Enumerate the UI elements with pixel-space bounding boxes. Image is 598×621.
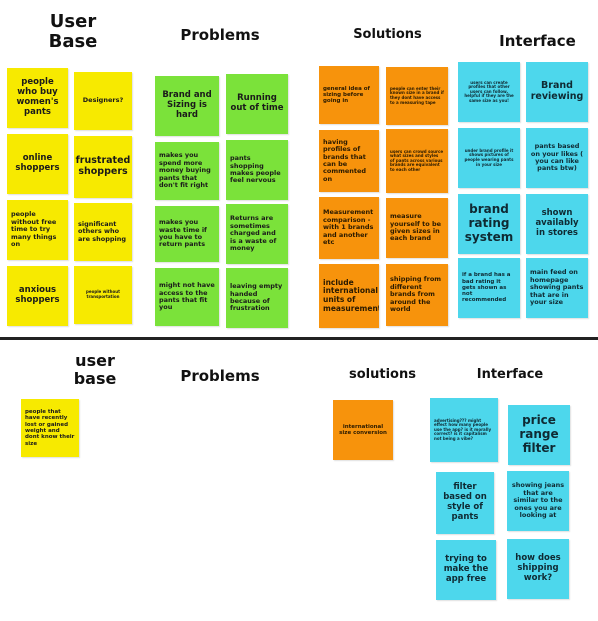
sticky-note[interactable]: pants shopping makes people feel nervous (226, 140, 288, 200)
sticky-note[interactable]: include international units of measureme… (319, 264, 379, 328)
sticky-note[interactable]: how does shipping work? (507, 539, 569, 599)
sticky-note[interactable]: makes you waste time if you have to retu… (155, 206, 219, 262)
header-interface: Interface (476, 367, 544, 382)
sticky-note[interactable]: measure yourself to be given sizes in ea… (386, 198, 448, 258)
sticky-note[interactable]: people who buy women's pants (7, 68, 68, 128)
sticky-note[interactable]: significant others who are shopping (74, 203, 132, 261)
header-solutions: solutions (349, 367, 416, 382)
sticky-note[interactable]: Designers? (74, 72, 132, 130)
sticky-note[interactable]: people without transportation (74, 266, 132, 324)
header-user-base: user base (73, 351, 117, 388)
header-problems: Problems (180, 26, 260, 44)
sticky-note[interactable]: anxious shoppers (7, 266, 68, 326)
sticky-note[interactable]: filter based on style of pants (436, 472, 494, 534)
sticky-note[interactable]: general idea of sizing before going in (319, 66, 379, 124)
sticky-note[interactable]: brand rating system (458, 194, 520, 254)
sticky-note[interactable]: advertising??? might effect how many peo… (430, 398, 498, 462)
sticky-note[interactable]: under brand profile it shows pictures of… (458, 128, 520, 188)
sticky-note[interactable]: frustrated shoppers (74, 136, 132, 198)
sticky-note[interactable]: Brand and Sizing is hard (155, 76, 219, 136)
sticky-note[interactable]: price range filter (508, 405, 570, 465)
header-problems: Problems (180, 367, 260, 385)
sticky-note[interactable]: international size conversion (333, 400, 393, 460)
sticky-note[interactable]: might not have access to the pants that … (155, 268, 219, 326)
sticky-note[interactable]: users can create profiles that other use… (458, 62, 520, 122)
sticky-note[interactable]: shipping from different brands from arou… (386, 264, 448, 326)
sticky-note[interactable]: trying to make the app free (436, 540, 496, 600)
sticky-note[interactable]: leaving empty handed because of frustrat… (226, 268, 288, 328)
header-solutions: Solutions (353, 27, 422, 42)
sticky-note[interactable]: Running out of time (226, 74, 288, 134)
header-user-base: User Base (48, 11, 98, 52)
sticky-note[interactable]: people can enter their known size in a b… (386, 67, 448, 125)
sticky-note[interactable]: Brand reviewing (526, 62, 588, 122)
sticky-note[interactable]: Measurement comparison - with 1 brands a… (319, 197, 379, 259)
sticky-note[interactable]: showing jeans that are similar to the on… (507, 471, 569, 531)
sticky-note[interactable]: Returns are sometimes charged and is a w… (226, 204, 288, 264)
sticky-note[interactable]: pants based on your likes ( you can like… (526, 128, 588, 188)
header-interface: Interface (499, 32, 576, 50)
sticky-note[interactable]: shown availably in stores (526, 194, 588, 254)
sticky-note[interactable]: having profiles of brands that can be co… (319, 130, 379, 192)
sticky-note[interactable]: if a brand has a bad rating it gets show… (458, 258, 520, 318)
sticky-note[interactable]: users can crowd source what sizes and st… (386, 129, 448, 193)
sticky-note[interactable]: main feed on homepage showing pants that… (526, 258, 588, 318)
sticky-note[interactable]: people without free time to try many thi… (7, 200, 68, 260)
board-divider (0, 337, 598, 340)
sticky-note[interactable]: people that have recently lost or gained… (21, 399, 79, 457)
sticky-note[interactable]: makes you spend more money buying pants … (155, 142, 219, 200)
sticky-note[interactable]: online shoppers (7, 134, 68, 194)
